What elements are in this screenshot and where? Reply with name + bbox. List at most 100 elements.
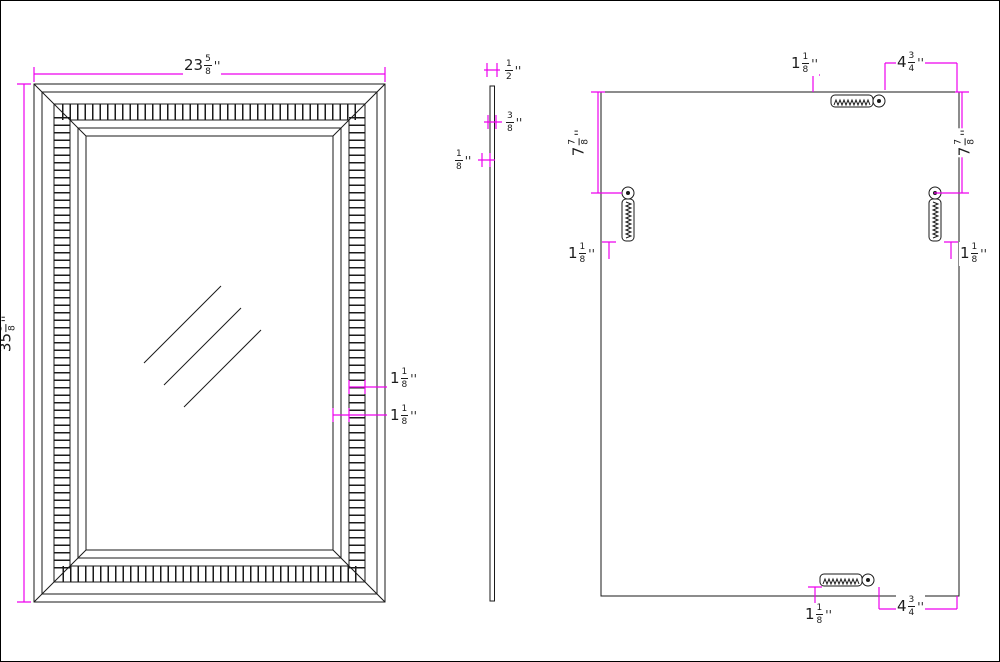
fraction-denominator: 8	[507, 124, 513, 135]
dim-unit: ''	[464, 153, 472, 168]
fraction-denominator: 8	[816, 616, 823, 627]
dim-whole: 7	[955, 146, 974, 157]
hanger-left-body	[621, 198, 635, 242]
back-view	[600, 91, 960, 597]
dim-whole: 1	[805, 605, 815, 624]
fraction-denominator: 4	[908, 608, 915, 619]
fraction-numerator: 1	[578, 242, 587, 255]
hanger-bottom-teeth	[822, 577, 860, 586]
dim-fraction: 38	[1, 324, 18, 332]
dim-unit: ''	[811, 56, 818, 71]
dim-whole: 1	[791, 54, 801, 73]
fraction-numerator: 1	[815, 603, 824, 616]
hanger-top-keyhole-pin	[877, 99, 881, 103]
fraction-numerator: 1	[801, 52, 810, 65]
hanger-bottom-keyhole-pin	[866, 578, 870, 582]
fraction-denominator: 8	[401, 380, 408, 391]
dim-whole: 23	[184, 56, 204, 75]
dim-unit: ''	[917, 599, 924, 614]
hanger-bottom	[819, 573, 875, 587]
dim-unit: ''	[825, 607, 832, 622]
dimline-back-left-offset	[602, 241, 616, 259]
fraction-numerator: 1	[455, 149, 463, 162]
backboard	[600, 91, 960, 597]
fraction-denominator: 8	[7, 325, 18, 331]
dim-unit: ''	[213, 58, 221, 73]
dim-whole: 1	[390, 369, 400, 388]
fraction-denominator: 8	[401, 417, 408, 428]
fraction-denominator: 8	[971, 255, 978, 266]
dim-unit: ''	[980, 246, 987, 261]
fraction-numerator: 1	[400, 367, 409, 380]
dimline-front-height	[17, 83, 31, 603]
bead-band-ticks	[54, 104, 365, 582]
dim-unit: ''	[514, 63, 522, 78]
dim-whole: 4	[897, 597, 907, 616]
dimline-side-a	[484, 63, 500, 77]
bead-band-inner-rail	[69, 119, 350, 567]
fraction-denominator: 4	[908, 64, 915, 75]
dim-unit: ''	[0, 315, 14, 323]
dimline-back-bottom-left	[808, 586, 822, 605]
hanger-right-body	[928, 198, 942, 242]
hanger-top	[830, 94, 886, 108]
hanger-left-keyhole-pin	[626, 191, 630, 195]
fraction-denominator: 8	[205, 67, 211, 78]
hanger-top-keyhole	[872, 94, 886, 108]
dimline-back-left-drop	[591, 91, 622, 194]
fraction-numerator: 1	[400, 404, 409, 417]
side-profile-edge	[489, 85, 495, 602]
dim-unit: ''	[410, 408, 417, 423]
dim-unit: ''	[958, 129, 973, 137]
fraction-numerator: 3	[506, 111, 514, 124]
fraction-denominator: 2	[506, 72, 512, 83]
dimline-front-band-b	[332, 408, 387, 422]
fraction-numerator: 1	[505, 59, 513, 72]
dim-whole: 4	[897, 53, 907, 72]
fraction-numerator: 3	[1, 324, 7, 332]
fraction-denominator: 8	[966, 139, 977, 145]
mirror-shine-lines	[143, 285, 262, 408]
dim-front-height: 3538''	[0, 314, 19, 354]
dim-unit: ''	[917, 55, 924, 70]
dim-whole: 1	[390, 406, 400, 425]
dim-whole: 7	[569, 146, 588, 157]
mirror-glass-edge	[85, 135, 334, 551]
dimline-back-right-offset	[944, 241, 958, 259]
fraction-denominator: 8	[802, 65, 809, 76]
fraction-numerator: 7	[953, 138, 966, 146]
fraction-numerator: 1	[970, 242, 979, 255]
side-view	[489, 85, 495, 602]
fraction-denominator: 8	[456, 162, 462, 173]
frame-inner-molding	[77, 127, 342, 559]
front-view	[33, 83, 386, 603]
dim-unit: ''	[410, 371, 417, 386]
corner-miter-lines	[33, 83, 386, 603]
